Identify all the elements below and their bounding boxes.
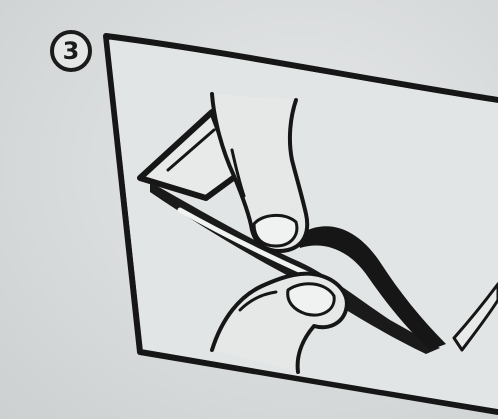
upper-fingernail: [254, 215, 297, 246]
